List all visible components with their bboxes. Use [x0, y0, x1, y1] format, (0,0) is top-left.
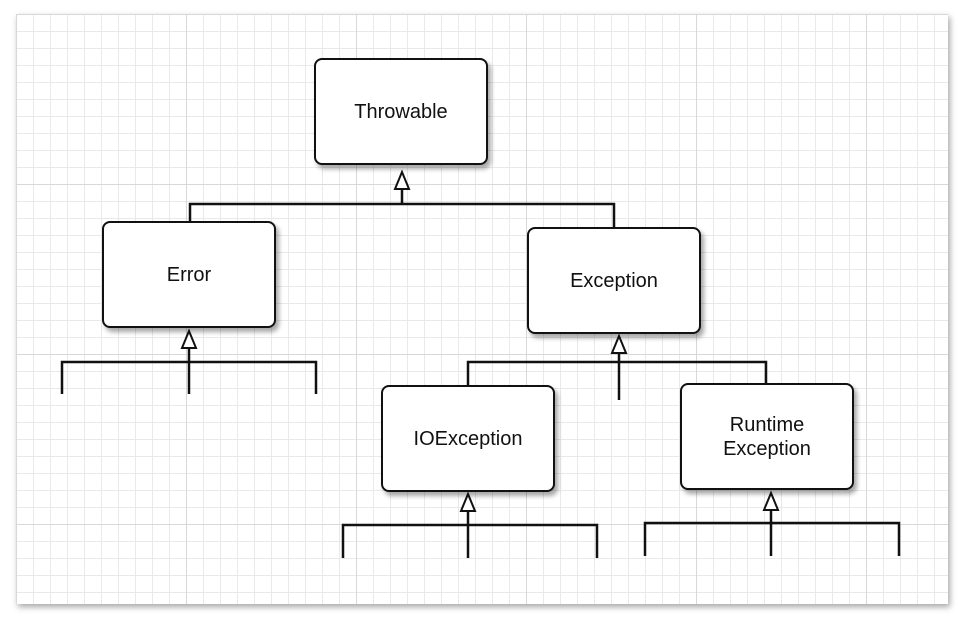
arrowhead-error — [180, 328, 198, 349]
arrowhead-ioexception — [459, 491, 477, 512]
node-exception: Exception — [527, 227, 701, 334]
node-ioexception-label: IOException — [413, 427, 523, 450]
node-runtime-exception: Runtime Exception — [680, 383, 854, 490]
arrowhead-runtime — [762, 490, 780, 511]
arrowhead-exception — [610, 333, 628, 354]
node-exception-label: Exception — [570, 269, 658, 292]
node-error: Error — [102, 221, 276, 328]
connector-exception-children — [466, 360, 768, 386]
node-error-label: Error — [166, 263, 212, 286]
arrowhead-throwable — [393, 169, 411, 190]
connector-ioexception-children — [341, 523, 599, 558]
node-throwable-label: Throwable — [354, 100, 448, 123]
node-runtime-exception-label: Runtime Exception — [723, 413, 811, 460]
node-throwable: Throwable — [314, 58, 488, 165]
node-ioexception: IOException — [381, 385, 555, 492]
